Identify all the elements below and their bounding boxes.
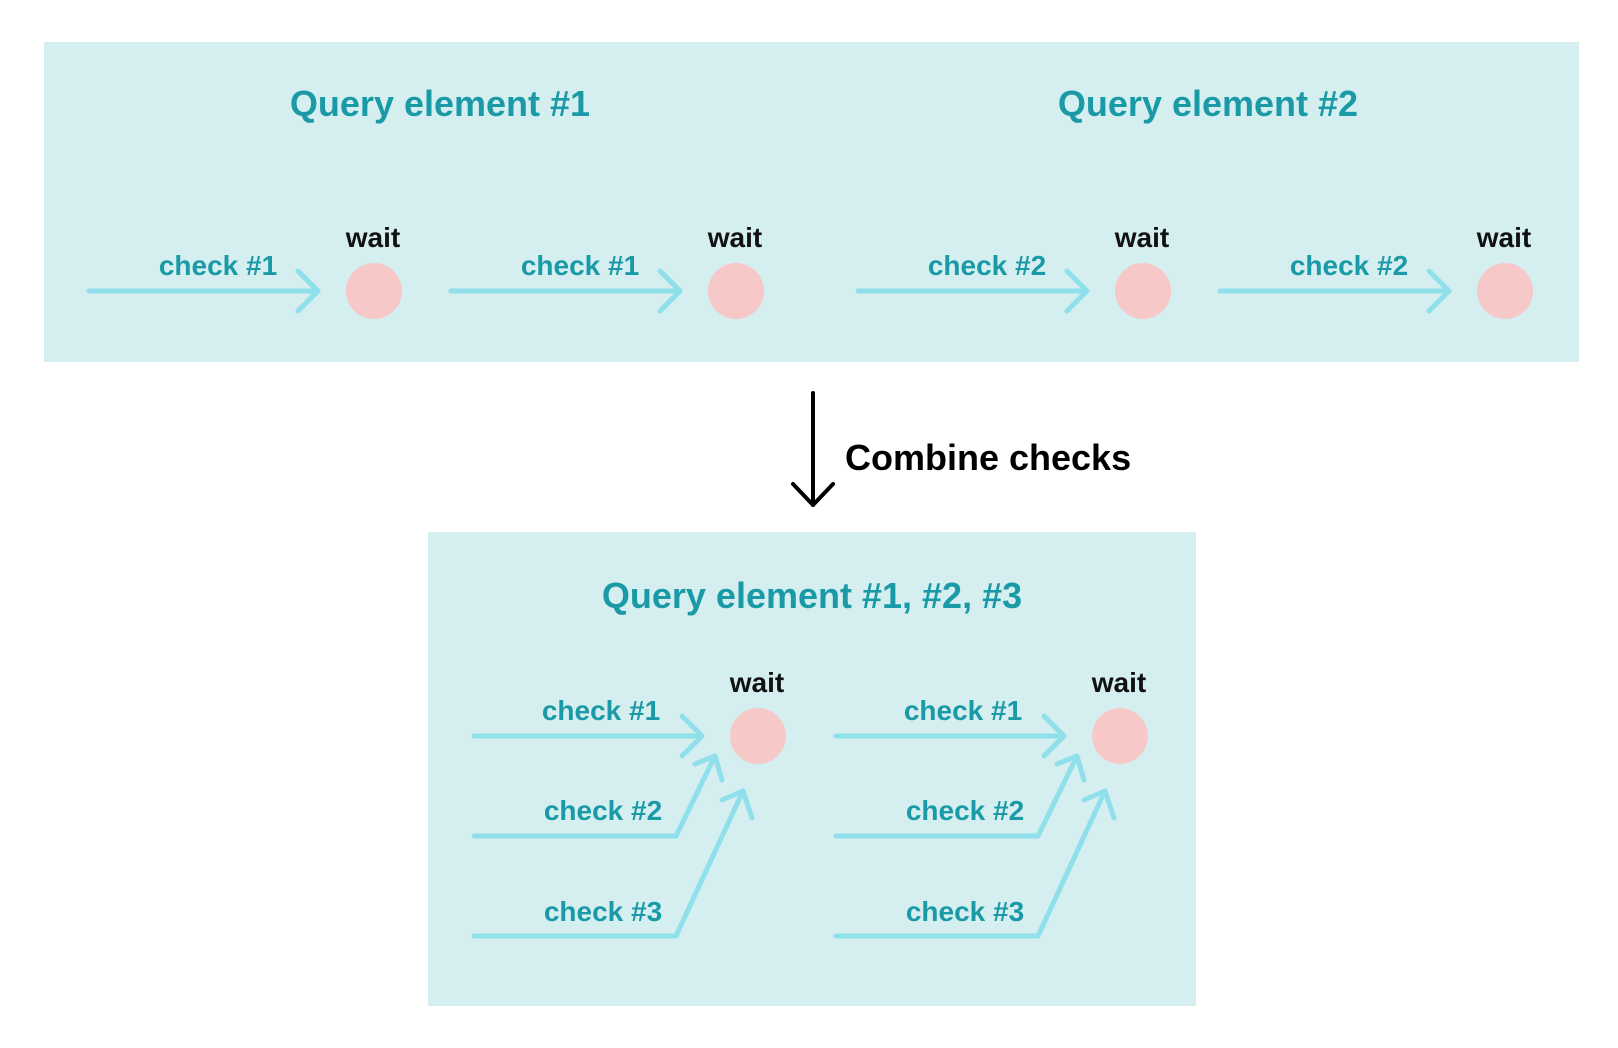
top-check-label-4: check #2 (1289, 250, 1409, 281)
bottom-g1-check-arrow-2 (471, 753, 725, 839)
bottom-g2-check-label-3: check #3 (905, 896, 1025, 927)
bottom-g2-check-arrow-2 (833, 753, 1087, 839)
combine-checks-label: Combine checks (845, 437, 1132, 478)
top-wait-label-2: wait (707, 222, 763, 253)
bottom-g2-check-label-2: check #2 (905, 795, 1025, 826)
top-check-arrow-3 (855, 268, 1090, 314)
query-element-combined-title: Query element #1, #2, #3 (601, 575, 1023, 616)
top-wait-label-3: wait (1114, 222, 1170, 253)
bottom-g2-wait-node (1092, 708, 1148, 764)
bottom-g2-check-arrow-3 (833, 788, 1117, 939)
bottom-g1-wait-label: wait (729, 667, 785, 698)
bottom-g1-check-arrow-3 (471, 788, 755, 939)
bottom-g2-check-arrow-1 (833, 713, 1067, 759)
top-check-label-3: check #2 (927, 250, 1047, 281)
top-wait-node-4 (1477, 263, 1533, 319)
bottom-g1-check-label-1: check #1 (541, 695, 661, 726)
query-element-1-title: Query element #1 (289, 83, 591, 124)
top-wait-label-1: wait (345, 222, 401, 253)
combine-down-arrow (791, 391, 835, 507)
bottom-g1-check-label-2: check #2 (543, 795, 663, 826)
bottom-g2-check-label-1: check #1 (903, 695, 1023, 726)
query-element-2-title: Query element #2 (1057, 83, 1359, 124)
bottom-g2-wait-label: wait (1091, 667, 1147, 698)
top-wait-node-3 (1115, 263, 1171, 319)
top-check-arrow-1 (86, 268, 321, 314)
top-wait-node-2 (708, 263, 764, 319)
top-check-arrow-2 (448, 268, 683, 314)
bottom-g1-check-arrow-1 (471, 713, 705, 759)
bottom-g1-wait-node (730, 708, 786, 764)
top-wait-node-1 (346, 263, 402, 319)
top-check-label-2: check #1 (520, 250, 640, 281)
top-check-label-1: check #1 (158, 250, 278, 281)
bottom-g1-check-label-3: check #3 (543, 896, 663, 927)
top-wait-label-4: wait (1476, 222, 1532, 253)
top-check-arrow-4 (1217, 268, 1452, 314)
